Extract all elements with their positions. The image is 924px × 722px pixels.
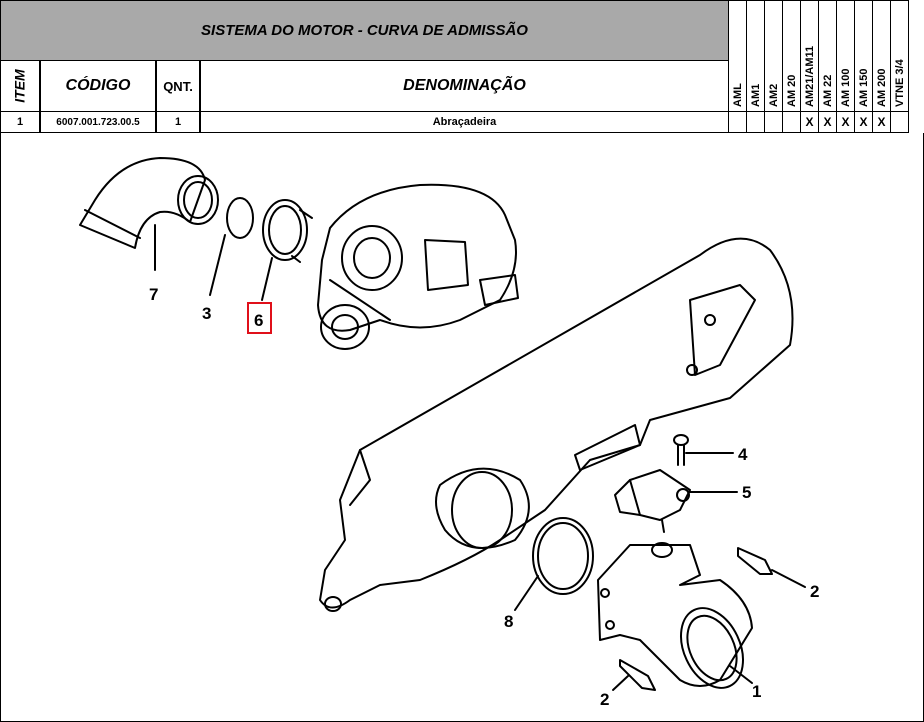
leader-8 [514, 575, 539, 611]
row-denominacao: Abraçadeira [200, 112, 729, 133]
model-col: AM 150 [855, 0, 873, 112]
row-qnt: 1 [156, 112, 200, 133]
callout-5: 5 [742, 483, 751, 502]
callout-2-lower: 2 [600, 690, 609, 709]
col-codigo: CÓDIGO [40, 61, 156, 112]
table-row: 1 6007.001.723.00.5 1 Abraçadeira X X X … [0, 112, 909, 133]
callout-3: 3 [202, 304, 211, 323]
row-mark [891, 112, 909, 133]
leader-2a [771, 569, 806, 588]
sensor [614, 469, 691, 533]
row-codigo: 6007.001.723.00.5 [40, 112, 156, 133]
callout-7: 7 [149, 285, 158, 304]
model-col: AM21/AM11 [801, 0, 819, 112]
intake-manifold [319, 237, 794, 612]
gasket-ring [532, 517, 594, 595]
model-col: AM 100 [837, 0, 855, 112]
col-item: ITEM [0, 61, 40, 112]
model-columns: AML AM1 AM2 AM 20 AM21/AM11 AM 22 AM 100… [729, 0, 909, 112]
callout-1: 1 [752, 682, 761, 701]
row-mark: X [855, 112, 873, 133]
callout-8: 8 [504, 612, 513, 631]
model-col: AM 22 [819, 0, 837, 112]
model-col: AML [729, 0, 747, 112]
model-col: AM2 [765, 0, 783, 112]
leader-2b [612, 675, 629, 691]
column-headers: ITEM CÓDIGO QNT. DENOMINAÇÃO [0, 61, 729, 112]
leader-1 [729, 665, 753, 684]
row-mark [729, 112, 747, 133]
sheet-title: SISTEMA DO MOTOR - CURVA DE ADMISSÃO [201, 22, 528, 39]
callout-2-upper: 2 [810, 582, 819, 601]
leader-3 [209, 234, 226, 296]
model-col: AM 200 [873, 0, 891, 112]
model-col: AM 20 [783, 0, 801, 112]
row-mark: X [801, 112, 819, 133]
row-mark: X [837, 112, 855, 133]
o-ring [226, 197, 254, 239]
title-bar: SISTEMA DO MOTOR - CURVA DE ADMISSÃO [0, 0, 729, 61]
model-col: AM1 [747, 0, 765, 112]
row-item: 1 [0, 112, 40, 133]
callout-6: 6 [254, 311, 263, 330]
row-mark: X [873, 112, 891, 133]
row-mark: X [819, 112, 837, 133]
model-col: VTNE 3/4 [891, 0, 909, 112]
bolt-4 [673, 434, 689, 466]
highlight-box [247, 302, 272, 334]
row-mark [747, 112, 765, 133]
turbocharger [317, 183, 519, 350]
throttle-body [597, 542, 753, 689]
intake-elbow-pipe [79, 157, 219, 249]
clamp [262, 199, 313, 263]
row-mark [783, 112, 801, 133]
col-qnt: QNT. [156, 61, 200, 112]
col-denominacao: DENOMINAÇÃO [200, 61, 729, 112]
row-mark [765, 112, 783, 133]
screw-lower [619, 659, 656, 691]
callout-4: 4 [738, 445, 748, 464]
screw-upper [737, 547, 773, 575]
leader-6 [261, 257, 273, 301]
